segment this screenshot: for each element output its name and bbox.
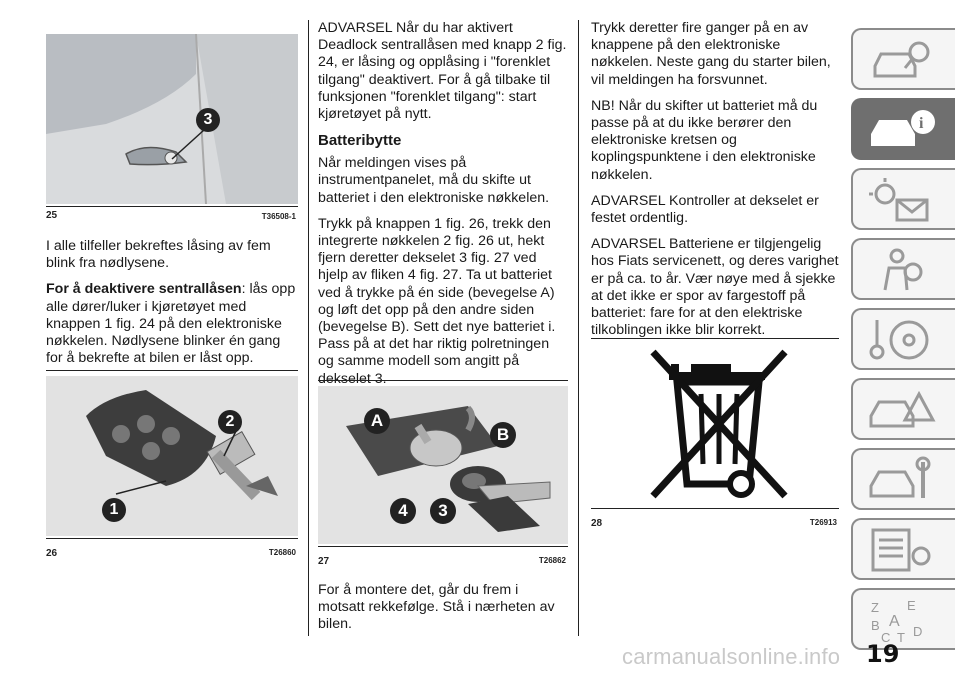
svg-text:i: i: [919, 115, 924, 132]
callout-2: 2: [218, 410, 242, 434]
figure-25-rule: [46, 206, 298, 207]
paragraph-battery-availability: ADVARSEL Batteriene er tilgjengelig hos …: [591, 236, 839, 339]
paragraph-battery-message: Når meldingen vises på instrumentpanelet…: [318, 155, 550, 206]
figure-28-top-rule: [591, 338, 839, 339]
tab-maintenance[interactable]: [851, 448, 955, 510]
crossed-bin-icon: [650, 349, 788, 499]
figure-25-code: T36508-1: [261, 212, 296, 221]
deactivate-heading: For å deaktivere sentrallåsen: [46, 281, 242, 298]
callout-B: B: [490, 422, 516, 448]
tab-starting-driving[interactable]: [851, 308, 955, 370]
figure-26-rule: [46, 538, 298, 539]
paragraph-lock-confirm: I alle tilfeller bekreftes låsing av fem…: [46, 238, 271, 272]
car-info-icon: i: [871, 110, 935, 146]
callout-4: 4: [390, 498, 416, 524]
steering-wheel-key-icon: [869, 320, 929, 360]
key-card-illustration: [46, 376, 298, 536]
svg-text:D: D: [913, 624, 922, 639]
figure-28-rule: [591, 508, 839, 509]
deactivate-text: : lås opp alle dører/luker i kjøretøyet …: [46, 281, 296, 367]
tab-safety[interactable]: [851, 238, 955, 300]
figure-27-battery-removal: A B 4 3: [318, 386, 568, 544]
paragraph-cover-warning: ADVARSEL Kontroller at dekselet er feste…: [591, 192, 819, 227]
car-wrench-icon: [869, 456, 931, 498]
paragraph-deactivate: For å deaktivere sentrallåsen: lås opp a…: [46, 281, 298, 367]
figure-27-number: 27: [318, 556, 330, 567]
paragraph-nb-circuit: NB! Når du skifter ut batteriet må du pa…: [591, 97, 818, 183]
svg-text:Z: Z: [871, 600, 879, 615]
paragraph-reassemble: For å montere det, går du frem i motsatt…: [318, 582, 555, 633]
tab-technical-data[interactable]: [851, 518, 955, 580]
figure-26-number: 26: [46, 548, 58, 559]
svg-text:E: E: [907, 598, 916, 613]
svg-text:A: A: [889, 613, 900, 630]
figure-28-code: T26913: [809, 518, 837, 527]
callout-A: A: [364, 408, 390, 434]
car-warning-triangle-icon: [869, 390, 936, 428]
tab-emergency[interactable]: [851, 378, 955, 440]
watermark: carmanualsonline.info: [622, 644, 841, 669]
callout-3-fig27: 3: [430, 498, 456, 524]
figure-26-top-rule: [46, 370, 298, 371]
paragraph-deadlock-warning: ADVARSEL Når du har aktivert Deadlock se…: [318, 20, 567, 123]
figure-25-door-handle: 3: [46, 34, 298, 204]
page-number: 19: [866, 640, 900, 668]
car-search-icon: [873, 41, 930, 78]
column-divider-2: [578, 20, 579, 636]
figure-28-wheelie-bin: [591, 344, 839, 506]
tab-getting-to-know-car[interactable]: [851, 28, 955, 90]
figure-25-number: 25: [46, 210, 58, 221]
spec-list-icon: [871, 528, 931, 572]
figure-28-number: 28: [591, 518, 603, 529]
svg-text:B: B: [871, 618, 880, 633]
figure-27-rule: [318, 546, 568, 547]
column-divider-1: [308, 20, 309, 636]
alphabet-index-icon: Z E A B C T D: [871, 598, 922, 644]
figure-27-code: T26862: [538, 556, 566, 565]
svg-text:C: C: [881, 630, 890, 644]
figure-27-top-rule: [318, 380, 568, 381]
callout-3: 3: [196, 108, 220, 132]
airbag-person-icon: [883, 248, 923, 291]
paragraph-battery-steps: Trykk på knappen 1 fig. 26, trekk den in…: [318, 215, 556, 387]
warning-light-mail-icon: [869, 178, 929, 222]
callout-1: 1: [102, 498, 126, 522]
paragraph-press-four-times: Trykk deretter fire ganger på en av knap…: [591, 20, 831, 88]
heading-battery-replacement: Batteribytte: [318, 132, 402, 150]
svg-text:T: T: [897, 630, 905, 644]
tab-index[interactable]: Z E A B C T D: [851, 588, 955, 650]
figure-26-key-card: 1 2: [46, 376, 298, 536]
figure-26-code: T26860: [268, 548, 296, 557]
door-handle-illustration: [46, 34, 298, 204]
tab-dashboard-info[interactable]: i: [851, 98, 955, 160]
tab-warning-lights[interactable]: [851, 168, 955, 230]
